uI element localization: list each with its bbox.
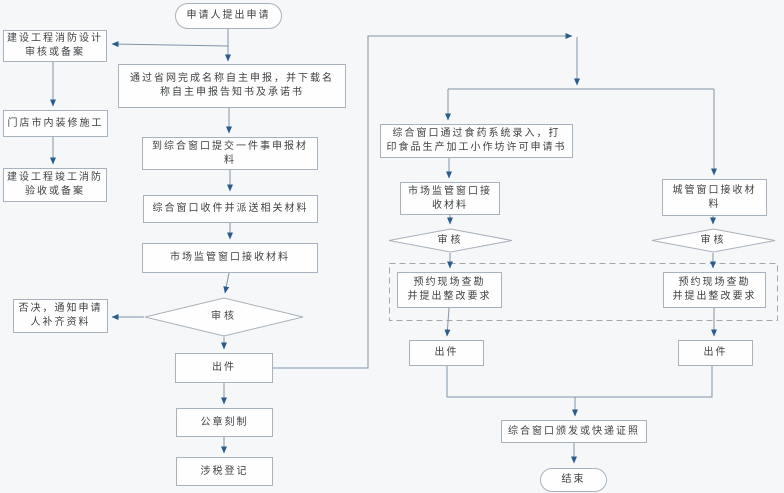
node-city-window-receive: 城管窗口接收材 料 xyxy=(662,179,767,216)
node-fire-design-review: 建设工程消防设计 审核或备案 xyxy=(3,30,107,62)
node-market-receive-materials: 市场监管窗口接 收材料 xyxy=(400,182,500,215)
review-diamond-city: 审核 xyxy=(651,228,776,253)
node-tax-registration: 涉税登记 xyxy=(176,457,273,486)
node-food-system-entry: 综合窗口通过食药系统录入，打 印食品生产加工小作坊许可申请书 xyxy=(380,124,573,158)
review-diamond-market: 审核 xyxy=(388,228,513,253)
node-fire-acceptance: 建设工程竣工消防 验收或备案 xyxy=(3,168,107,202)
node-site-survey-left: 预约现场查勘 并提出整改要求 xyxy=(397,272,502,308)
node-online-name-declaration: 通过省网完成名称自主申报，并下载名 称自主申报告知书及承诺书 xyxy=(118,64,346,108)
node-receive-dispatch: 综合窗口收件并派送相关材料 xyxy=(143,195,318,223)
diamond-shape xyxy=(388,228,513,253)
node-site-survey-right: 预约现场查勘 并提出整改要求 xyxy=(663,272,766,308)
diamond-shape xyxy=(651,228,776,253)
node-end: 结束 xyxy=(540,468,607,492)
node-market-window-receive: 市场监管窗口接收材料 xyxy=(142,243,318,273)
node-submit-materials: 到综合窗口提交一件事申报材 料 xyxy=(142,137,318,170)
node-shop-decoration: 门店市内装修施工 xyxy=(3,110,108,137)
node-license-delivery: 综合窗口颁发或快递证照 xyxy=(501,420,647,443)
node-issue-right: 出件 xyxy=(678,340,753,366)
diamond-shape xyxy=(144,297,304,337)
node-issue-center: 出件 xyxy=(175,353,273,383)
node-seal-engraving: 公章刻制 xyxy=(176,408,273,437)
node-issue-left: 出件 xyxy=(409,340,484,366)
review-diamond-center: 审核 xyxy=(144,297,304,337)
node-start: 申请人提出申请 xyxy=(175,3,282,29)
node-reject-notify: 否决，通知申请 人补齐资料 xyxy=(13,299,108,333)
